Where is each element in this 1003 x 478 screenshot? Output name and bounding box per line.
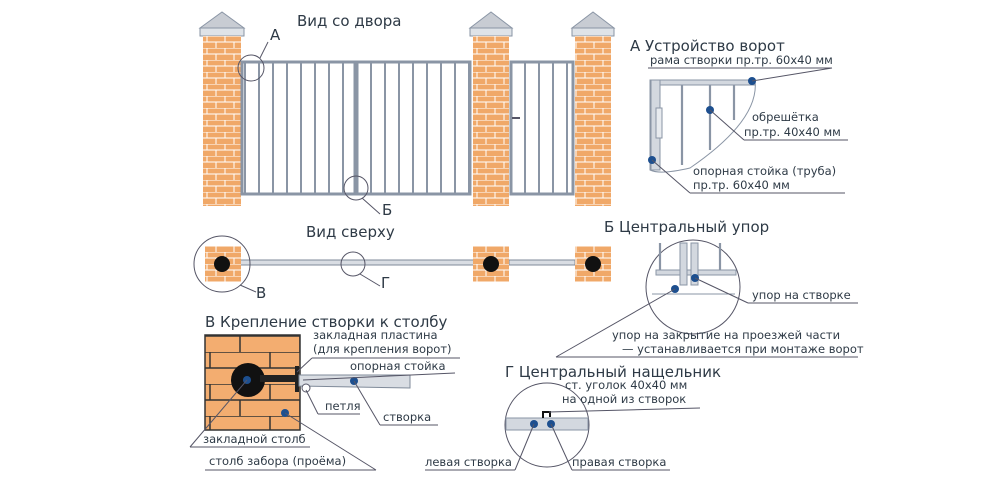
detail-b: Б Центральный упор упор на створке упор … xyxy=(555,218,864,358)
label-hinge: петля xyxy=(325,399,361,413)
top-view-title: Вид сверху xyxy=(306,223,395,241)
detail-b-title: Б Центральный упор xyxy=(604,218,769,236)
top-pillar-left xyxy=(205,246,241,282)
marker-a: А xyxy=(270,26,281,44)
marker-v-circle xyxy=(193,235,251,293)
detail-v-title: В Крепление створки к столбу xyxy=(205,313,448,331)
label-post-1: опорная стойка (труба) xyxy=(693,164,836,178)
marker-g: Г xyxy=(381,274,390,292)
top-pillar-middle xyxy=(473,246,509,282)
main-view: Вид со двора А xyxy=(198,11,616,219)
label-close-stop-2: — устанавливается при монтаже ворот xyxy=(622,342,864,356)
label-close-stop-1: упор на закрытие на проезжей части xyxy=(612,328,840,342)
label-plate-2: (для крепления ворот) xyxy=(313,342,452,356)
detail-a: А Устройство ворот рама створки пр.тр. 6… xyxy=(630,37,848,194)
detail-g: Г Центральный нащельник ст. уголок 40x40… xyxy=(425,363,721,471)
top-view: Вид сверху В Г xyxy=(193,223,611,302)
label-support: опорная стойка xyxy=(350,359,446,373)
label-right-leaf: правая створка xyxy=(572,455,666,469)
label-angle-2: на одной из створок xyxy=(562,392,686,406)
label-embedded-post: закладной столб xyxy=(203,432,306,446)
left-pillar xyxy=(198,11,246,206)
detail-a-title: А Устройство ворот xyxy=(630,37,785,55)
gate-leaf-right xyxy=(355,60,472,196)
top-pillar-right xyxy=(575,246,611,282)
label-angle-1: ст. уголок 40x40 мм xyxy=(565,378,687,392)
marker-b: Б xyxy=(382,201,392,219)
marker-v: В xyxy=(256,284,266,302)
marker-a-circle xyxy=(237,54,265,82)
label-lathing-1: обрешётка xyxy=(752,110,819,124)
detail-g-title: Г Центральный нащельник xyxy=(505,363,721,381)
label-plate-1: закладная пластина xyxy=(313,328,438,342)
detail-v: В Крепление створки к столбу закладная п… xyxy=(189,313,460,471)
marker-b-circle xyxy=(343,175,369,201)
middle-pillar xyxy=(468,11,514,206)
main-view-title: Вид со двора xyxy=(297,12,401,30)
label-leaf-stop: упор на створке xyxy=(752,288,851,302)
label-left-leaf: левая створка xyxy=(425,455,512,469)
wicket-gate xyxy=(509,60,575,196)
label-leaf: створка xyxy=(383,410,431,424)
marker-g-circle xyxy=(340,251,366,277)
label-frame: рама створки пр.тр. 60x40 мм xyxy=(650,53,833,67)
label-post-2: пр.тр. 60x40 мм xyxy=(693,178,790,192)
right-pillar xyxy=(570,11,616,206)
label-fence-post: столб забора (проёма) xyxy=(209,454,346,468)
label-lathing-2: пр.тр. 40x40 мм xyxy=(744,125,841,139)
gate-leaf-left xyxy=(240,60,357,196)
